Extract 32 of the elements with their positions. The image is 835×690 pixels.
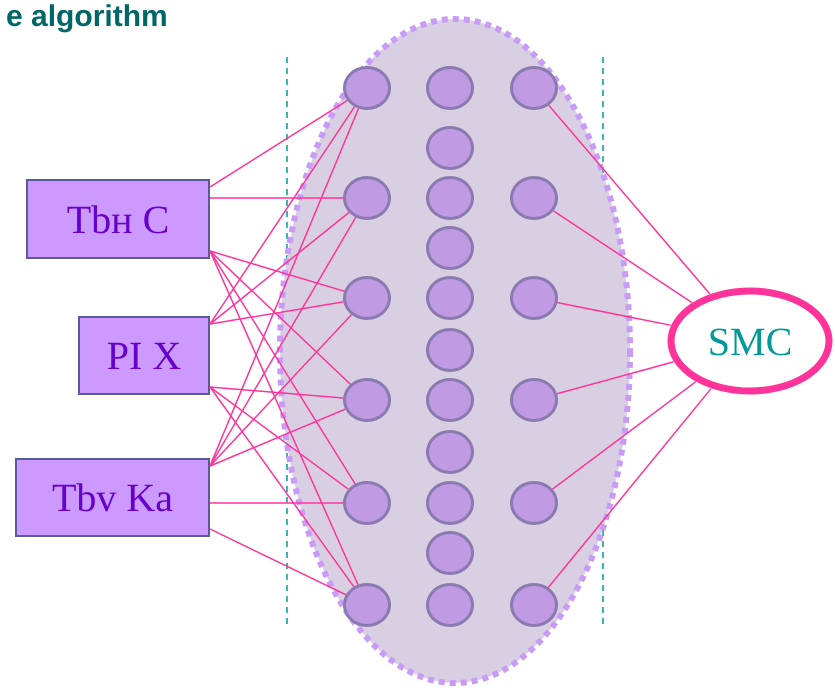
- connector-line: [209, 108, 360, 466]
- connector-line: [209, 314, 352, 467]
- title: e algorithm: [6, 0, 168, 34]
- input-box: [15, 458, 210, 537]
- connector-line: [210, 301, 344, 325]
- connector-line: [552, 381, 696, 490]
- input-box: [78, 316, 210, 395]
- connector-line: [210, 100, 348, 188]
- connector-line: [209, 250, 359, 585]
- connector-line: [209, 386, 354, 588]
- output-label: SMC: [708, 318, 792, 364]
- connector-line: [209, 250, 351, 385]
- connector-line: [210, 212, 350, 325]
- connector-line: [209, 250, 356, 484]
- connector-line: [210, 197, 343, 199]
- connector-line: [209, 106, 356, 324]
- input-label: Tbv Ka: [52, 474, 174, 521]
- input-box: [26, 179, 210, 259]
- input-label: PI X: [106, 332, 182, 379]
- connector-line: [548, 388, 712, 588]
- connector-line: [209, 217, 356, 466]
- input-label: Tbн C: [66, 196, 170, 242]
- connector-line: [210, 528, 346, 596]
- connector-line: [553, 210, 692, 304]
- connector-line: [210, 386, 344, 399]
- connector-line: [210, 250, 344, 292]
- connector-line: [210, 386, 349, 490]
- connector-line: [548, 104, 710, 294]
- connector-line: [556, 361, 674, 394]
- connector-line: [210, 502, 343, 504]
- connector-line: [557, 302, 671, 326]
- connector-line: [210, 408, 346, 467]
